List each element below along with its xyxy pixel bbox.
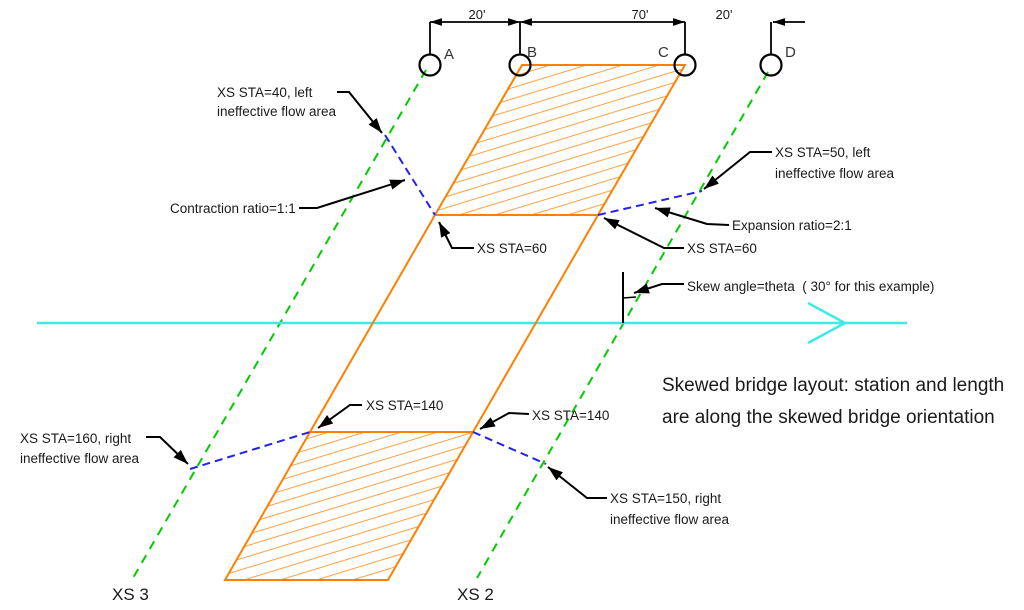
pier-circles [418, 53, 783, 77]
leader-expansion [654, 207, 730, 226]
label-xs40-line2: ineffective flow area [217, 104, 337, 119]
downstream-deck-hatched [223, 431, 475, 581]
pier-circle-a [418, 53, 442, 77]
label-xs60-right: XS STA=60 [687, 241, 757, 256]
annotation-leaders [146, 91, 772, 499]
dim-label-cd: 20' [716, 7, 733, 22]
xs2-line [476, 71, 769, 579]
upstream-deck-hatched [433, 64, 687, 216]
label-xs3: XS 3 [112, 585, 149, 604]
stream-flow-arrow-icon [807, 301, 848, 345]
label-xs50-line1: XS STA=50, left [775, 145, 871, 160]
ineffective-line-upstream-left [384, 134, 436, 216]
pier-label-d: D [785, 44, 796, 61]
label-xs60-left: XS STA=60 [477, 241, 547, 256]
roadway-left-edge [309, 214, 436, 433]
label-expansion: Expansion ratio=2:1 [732, 218, 852, 233]
skew-angle-mark [622, 272, 637, 323]
pier-circle-d [759, 53, 783, 77]
pier-label-b: B [527, 44, 537, 61]
ineffective-line-downstream-right [472, 431, 547, 465]
dim-label-ab: 20' [469, 7, 486, 22]
label-xs2: XS 2 [457, 585, 494, 604]
label-xs40-line1: XS STA=40, left [217, 85, 313, 100]
pier-label-c: C [658, 44, 669, 61]
label-xs160-line2: ineffective flow area [20, 451, 140, 466]
label-xs50-line2: ineffective flow area [775, 166, 895, 181]
dimension-lines [429, 18, 805, 55]
diagram-labels: 20' 70' 20' A B C D XS STA=40, left inef… [20, 7, 1004, 604]
dim-label-bc: 70' [632, 7, 649, 22]
leader-skew-angle [633, 283, 684, 294]
pier-circle-b [508, 53, 532, 77]
pier-circle-c [673, 53, 697, 77]
ineffective-line-upstream-right [597, 190, 703, 216]
leader-contraction [299, 179, 406, 209]
label-skew-angle: Skew angle=theta ( 30° for this example) [687, 279, 934, 294]
leader-xs50 [703, 151, 772, 190]
leader-xs150 [547, 466, 607, 499]
label-xs150-line2: ineffective flow area [610, 512, 730, 527]
label-xs160-line1: XS STA=160, right [20, 431, 131, 446]
note-line1: Skewed bridge layout: station and length [662, 375, 1004, 396]
label-xs150-line1: XS STA=150, right [610, 491, 721, 506]
leader-xs140-right [479, 411, 530, 430]
stream-centerline [37, 301, 907, 345]
roadway-right-edge [472, 214, 599, 433]
leader-xs60-left [438, 221, 474, 249]
label-xs140-right: XS STA=140 [532, 408, 609, 423]
leader-xs140-left [317, 404, 362, 429]
note-line2: are along the skewed bridge orientation [662, 407, 995, 428]
leader-xs40 [337, 91, 383, 134]
ineffective-line-downstream-left [189, 431, 311, 470]
leader-xs60-right [603, 217, 684, 249]
leader-xs160 [146, 436, 189, 465]
label-xs140-left: XS STA=140 [366, 398, 443, 413]
ineffective-flow-lines [189, 134, 703, 470]
label-contraction: Contraction ratio=1:1 [170, 201, 296, 216]
skew-angle-tick [622, 296, 637, 299]
pier-label-a: A [444, 46, 454, 63]
